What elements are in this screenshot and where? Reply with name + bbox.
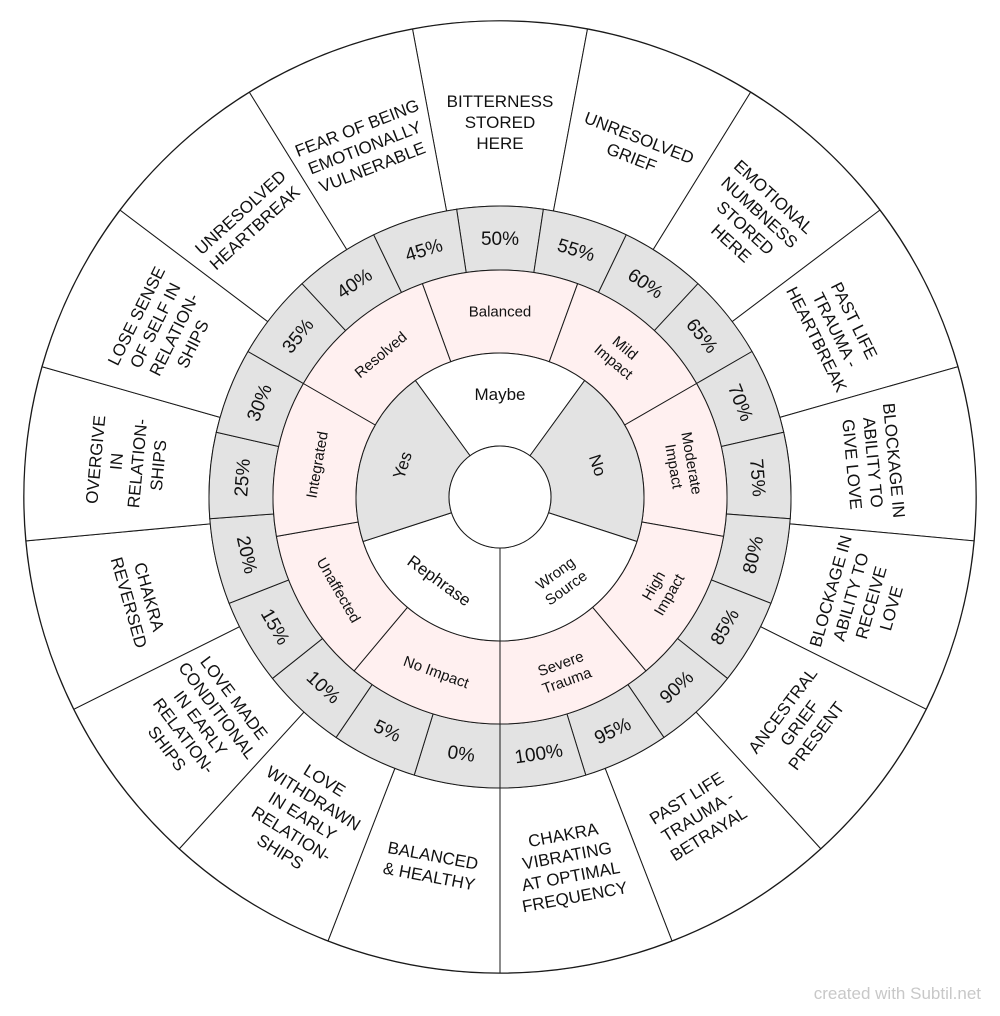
credit-text: created with Subtil.net — [813, 984, 981, 1003]
center-circle — [448, 445, 552, 549]
percent-label: 25% — [231, 458, 255, 498]
answer-ring — [355, 352, 645, 642]
percent-label: 50% — [481, 229, 519, 250]
percent-label: 0% — [446, 742, 476, 767]
impact-ring — [272, 269, 728, 725]
impact-label: Balanced — [469, 303, 532, 320]
percent-label: 75% — [745, 458, 769, 498]
outer-ring — [23, 20, 977, 974]
answer-label: Maybe — [474, 385, 525, 404]
outer-label: BLOCKAGE INABILITY TOGIVE LOVE — [837, 402, 908, 522]
outer-label: EMOTIONALNUMBNESSSTOREDHERE — [688, 156, 817, 284]
percent-ring — [208, 205, 792, 789]
